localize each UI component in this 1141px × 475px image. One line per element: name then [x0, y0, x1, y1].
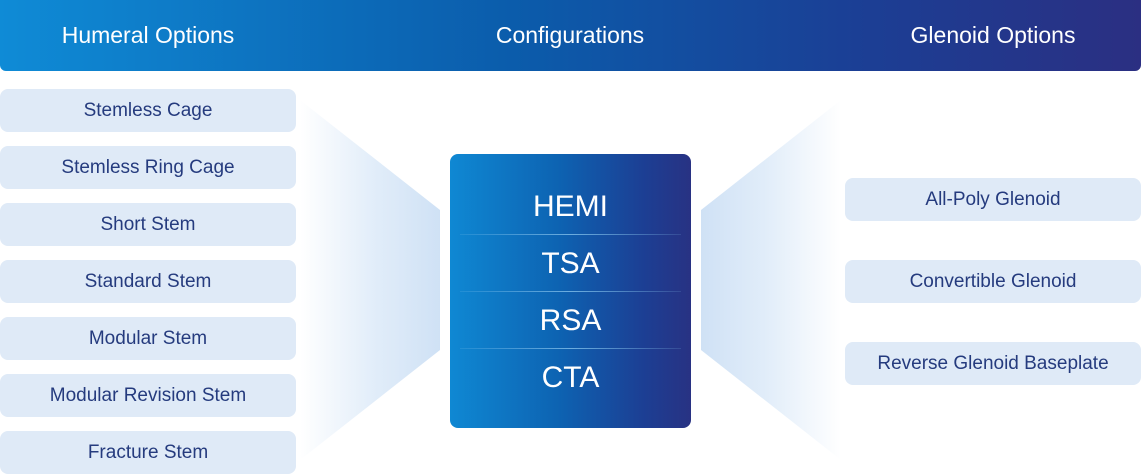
glenoid-option-convertible: Convertible Glenoid: [845, 260, 1141, 303]
humeral-option-modular-stem: Modular Stem: [0, 317, 296, 360]
config-cta: CTA: [541, 361, 600, 394]
glenoid-option-reverse-baseplate: Reverse Glenoid Baseplate: [845, 342, 1141, 385]
left-funnel-connector: [300, 100, 440, 460]
config-hemi: HEMI: [533, 190, 608, 223]
humeral-option-modular-revision-stem: Modular Revision Stem: [0, 374, 296, 417]
humeral-option-short-stem: Short Stem: [0, 203, 296, 246]
humeral-options-title: Humeral Options: [61, 22, 235, 48]
configurations-box: HEMI TSA RSA CTA: [450, 154, 691, 428]
humeral-option-stemless-cage: Stemless Cage: [0, 89, 296, 132]
config-divider: [460, 348, 681, 349]
right-funnel-connector: [701, 100, 841, 460]
configurations-title: Configurations: [495, 22, 645, 48]
glenoid-options-title: Glenoid Options: [910, 22, 1076, 48]
glenoid-option-all-poly: All-Poly Glenoid: [845, 178, 1141, 221]
humeral-option-fracture-stem: Fracture Stem: [0, 431, 296, 474]
header-bar: Humeral Options Configurations Glenoid O…: [0, 0, 1141, 71]
humeral-option-stemless-ring-cage: Stemless Ring Cage: [0, 146, 296, 189]
config-rsa: RSA: [539, 304, 602, 337]
config-divider: [460, 234, 681, 235]
humeral-option-standard-stem: Standard Stem: [0, 260, 296, 303]
config-tsa: TSA: [541, 247, 600, 280]
config-divider: [460, 291, 681, 292]
